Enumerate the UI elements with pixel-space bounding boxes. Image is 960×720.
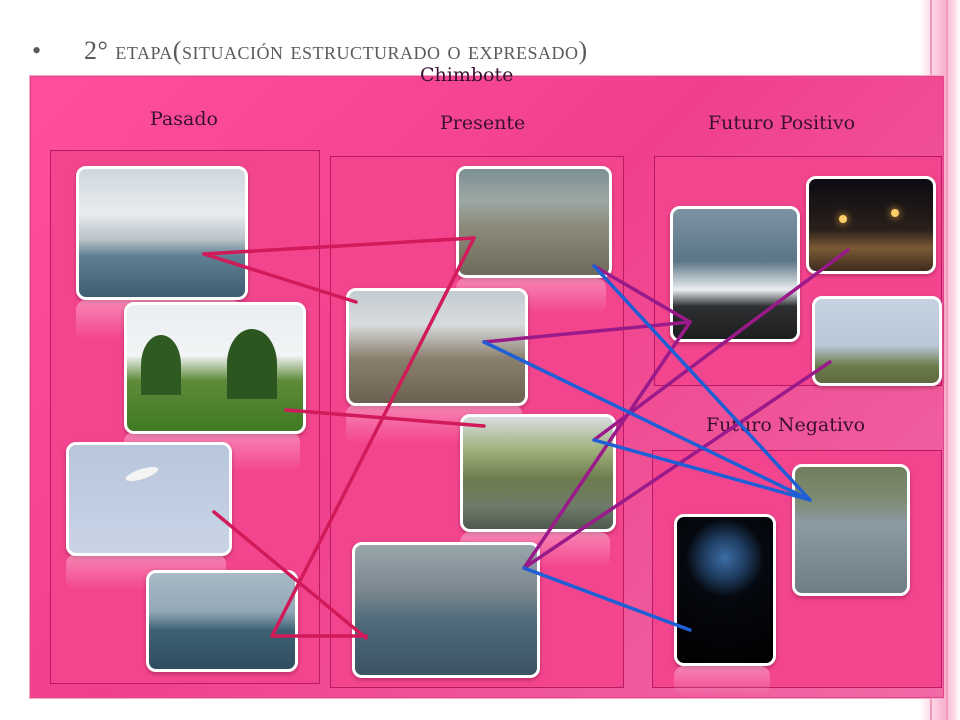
past-photo-park [124, 302, 306, 434]
column-label-past: Pasado [150, 108, 218, 130]
future-positive-photo-night-road [806, 176, 936, 274]
present-photo-factory-smoke [352, 542, 540, 678]
city-label: Chimbote [420, 64, 514, 86]
column-label-future-negative: Futuro Negativo [706, 414, 866, 436]
future-negative-photo-polluted-water [792, 464, 910, 596]
column-label-present: Presente [440, 112, 526, 134]
past-photo-bay [76, 166, 248, 300]
future-positive-photo-monument [812, 296, 942, 386]
bullet: • [32, 36, 42, 65]
column-label-future-positive: Futuro Positivo [708, 112, 856, 134]
past-photo-pier [146, 570, 298, 672]
future-negative-photo-earth-drop [674, 514, 776, 666]
present-photo-dump-wall [346, 288, 528, 406]
reflection [674, 666, 770, 696]
title-text: 2° etapa(situación estructurado o expres… [84, 36, 588, 65]
past-photo-seagull [66, 442, 232, 556]
present-photo-beach-trash [456, 166, 612, 278]
future-positive-photo-waves [670, 206, 800, 342]
present-photo-hill-trash [460, 414, 616, 532]
